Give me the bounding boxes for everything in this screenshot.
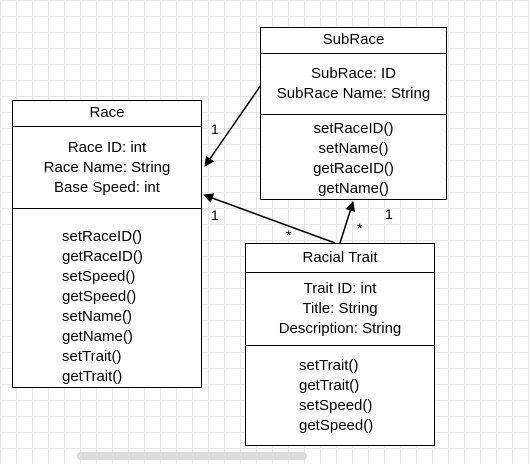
method: getName() <box>62 328 133 345</box>
class-racial-trait[interactable]: Racial Trait Trait ID: int Title: String… <box>245 243 435 446</box>
attribute: Trait ID: int <box>303 280 377 297</box>
method: getTrait() <box>299 377 360 394</box>
class-race[interactable]: Race Race ID: int Race Name: String Base… <box>12 100 202 388</box>
method: getRaceID() <box>313 160 394 177</box>
class-subrace-methods: setRaceID() setName() getRaceID() getNam… <box>261 115 446 199</box>
attribute: Race Name: String <box>43 158 171 176</box>
arrow-trait-to-race[interactable] <box>203 193 336 244</box>
class-racial-trait-methods: setTrait() getTrait() setSpeed() getSpee… <box>246 346 434 436</box>
attribute: Race ID: int <box>67 138 147 156</box>
class-race-attributes: Race ID: int Race Name: String Base Spee… <box>13 127 201 209</box>
multiplicity-trait-race-race-end: 1 <box>211 207 219 223</box>
attribute: Title: String <box>302 300 378 317</box>
attribute: Base Speed: int <box>54 178 160 196</box>
method: getTrait() <box>62 368 123 385</box>
class-racial-trait-attributes: Trait ID: int Title: String Description:… <box>246 273 434 346</box>
attribute: SubRace: ID <box>310 65 397 82</box>
method: setTrait() <box>299 357 359 374</box>
method: getSpeed() <box>299 417 374 434</box>
method: setSpeed() <box>299 397 373 414</box>
method: setSpeed() <box>62 268 136 285</box>
arrow-trait-to-subrace[interactable] <box>339 201 356 244</box>
class-subrace-name: SubRace <box>261 28 446 54</box>
class-racial-trait-name: Racial Trait <box>246 244 434 273</box>
class-subrace-attributes: SubRace: ID SubRace Name: String <box>261 54 446 115</box>
method: getName() <box>318 180 389 197</box>
method: setName() <box>62 308 133 325</box>
method: getRaceID() <box>62 248 143 265</box>
multiplicity-trait-subrace-trait-end: * <box>357 220 363 236</box>
horizontal-scrollbar[interactable] <box>77 452 307 460</box>
attribute: Description: String <box>278 320 402 337</box>
class-race-name: Race <box>13 101 201 127</box>
multiplicity-trait-race-trait-end: * <box>286 227 292 243</box>
attribute: SubRace Name: String <box>276 85 431 102</box>
multiplicity-subrace-race: 1 <box>211 121 219 137</box>
method: setName() <box>318 140 389 157</box>
multiplicity-trait-subrace-subrace-end: 1 <box>385 206 393 222</box>
arrow-subrace-to-race[interactable] <box>204 84 262 167</box>
method: getSpeed() <box>62 288 137 305</box>
method: setTrait() <box>62 348 122 365</box>
method: setRaceID() <box>62 228 143 245</box>
class-race-methods: setRaceID() getRaceID() setSpeed() getSp… <box>13 209 201 387</box>
method: setRaceID() <box>313 120 394 137</box>
class-subrace[interactable]: SubRace SubRace: ID SubRace Name: String… <box>260 27 447 200</box>
